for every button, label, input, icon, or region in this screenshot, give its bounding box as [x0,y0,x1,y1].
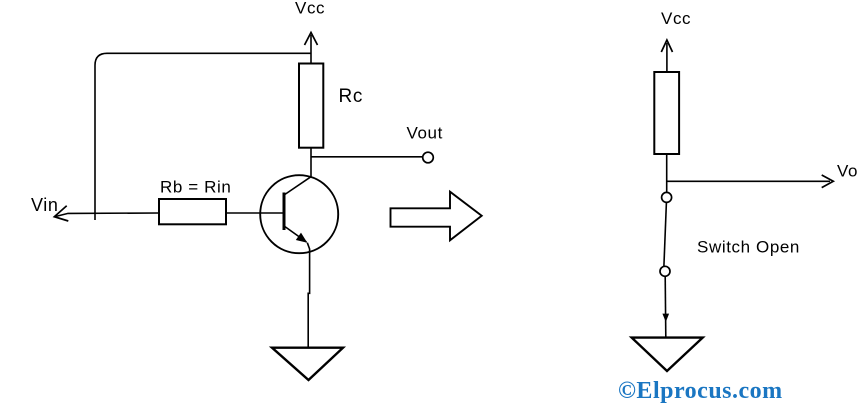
right-resistor [653,71,681,155]
npn-transistor-icon [226,174,340,255]
open-switch-icon [659,191,673,278]
left-vcc-arrow-icon [303,30,319,46]
rc-resistor [298,62,325,149]
watermark-text: ©Elprocus.com [618,378,783,404]
right-vcc-arrow-icon [660,37,674,53]
vin-arrow-icon [52,205,69,222]
rb-resistor [158,198,227,226]
vin-wire [55,212,160,218]
left-circuit: Vcc Rc Vout Rb = Rin Vin [31,0,443,382]
switch-terminal-bottom [659,265,671,278]
right-ground-wire [664,276,667,338]
left-ground-icon [268,346,347,382]
emitter-arrowhead-icon [295,232,308,243]
rb-label: Rb = Rin [160,178,231,197]
block-arrow-right-icon [389,189,484,243]
down-arrowhead-icon [662,313,670,322]
vout-label: Vout [407,124,443,143]
right-vcc-label: Vcc [661,9,691,28]
vo-arrow-icon [821,174,836,189]
switch-open-label: Switch Open [697,238,800,257]
transistor-body [259,174,340,255]
right-ground-icon [628,336,706,373]
transistor-collector-line [284,176,312,196]
left-vcc-label: Vcc [295,0,325,18]
transition-arrow [389,189,484,243]
vout-terminal-icon [421,151,435,164]
feedback-wire [94,52,311,220]
vin-label: Vin [31,195,59,215]
vo-label: Vo [837,162,858,181]
switch-terminal-top [660,191,673,204]
right-circuit: Vcc Vo Switch Open [628,9,858,373]
rc-label: Rc [339,86,363,107]
emitter-wire [306,242,311,348]
switch-blade [663,202,668,267]
